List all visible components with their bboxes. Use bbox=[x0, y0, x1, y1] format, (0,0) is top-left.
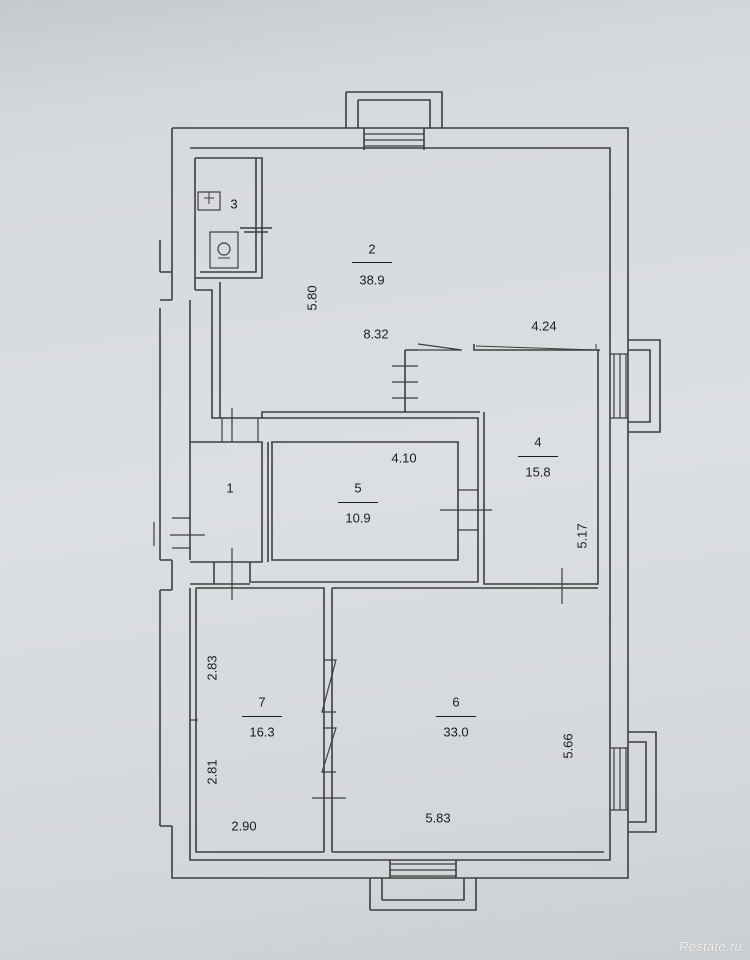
room-5-number: 5 bbox=[354, 480, 362, 496]
partition-2-4 bbox=[404, 349, 418, 412]
bottom-porch bbox=[369, 878, 477, 911]
dimension-5-66: 5.66 bbox=[560, 733, 576, 759]
room-2-fraction-line bbox=[352, 262, 392, 263]
room-2-number: 2 bbox=[368, 241, 376, 257]
dimension-2-83: 2.83 bbox=[204, 655, 220, 681]
outer-wall bbox=[171, 127, 629, 879]
room-2-area: 38.9 bbox=[359, 272, 385, 288]
right-porch-bottom bbox=[628, 731, 657, 833]
dimension-4-10: 4.10 bbox=[391, 450, 417, 466]
room-4-fraction-line bbox=[518, 456, 558, 457]
room-4-area: 15.8 bbox=[525, 464, 551, 480]
room-3-walls bbox=[195, 157, 263, 279]
room-5-fraction-line bbox=[338, 502, 378, 503]
room-4-number: 4 bbox=[534, 434, 542, 450]
room-6-area: 33.0 bbox=[443, 724, 469, 740]
top-porch bbox=[345, 91, 443, 128]
room-7-fraction-line bbox=[242, 716, 282, 717]
inner-wall bbox=[189, 147, 611, 861]
room-5-walls bbox=[271, 441, 459, 561]
dimension-4-24: 4.24 bbox=[531, 318, 557, 334]
watermark-logo: Restate.ru bbox=[679, 939, 742, 954]
room-7-number: 7 bbox=[258, 694, 266, 710]
dimension-5-17: 5.17 bbox=[574, 523, 590, 549]
partition-6-7 bbox=[321, 659, 337, 713]
dimension-8-32: 8.32 bbox=[363, 326, 389, 342]
room-1-number: 1 bbox=[226, 480, 234, 496]
dimension-5-80: 5.80 bbox=[304, 285, 320, 311]
dimension-5-83: 5.83 bbox=[425, 810, 451, 826]
room-3-number: 3 bbox=[230, 196, 238, 212]
room-5-area: 10.9 bbox=[345, 510, 371, 526]
room-4-walls bbox=[483, 350, 599, 585]
right-porch-top bbox=[628, 339, 661, 433]
dimension-2-81: 2.81 bbox=[204, 759, 220, 785]
dimension-2-90: 2.90 bbox=[231, 818, 257, 834]
room-1-walls bbox=[190, 441, 269, 563]
room-7-area: 16.3 bbox=[249, 724, 275, 740]
room-6-fraction-line bbox=[436, 716, 476, 717]
room-6-number: 6 bbox=[452, 694, 460, 710]
